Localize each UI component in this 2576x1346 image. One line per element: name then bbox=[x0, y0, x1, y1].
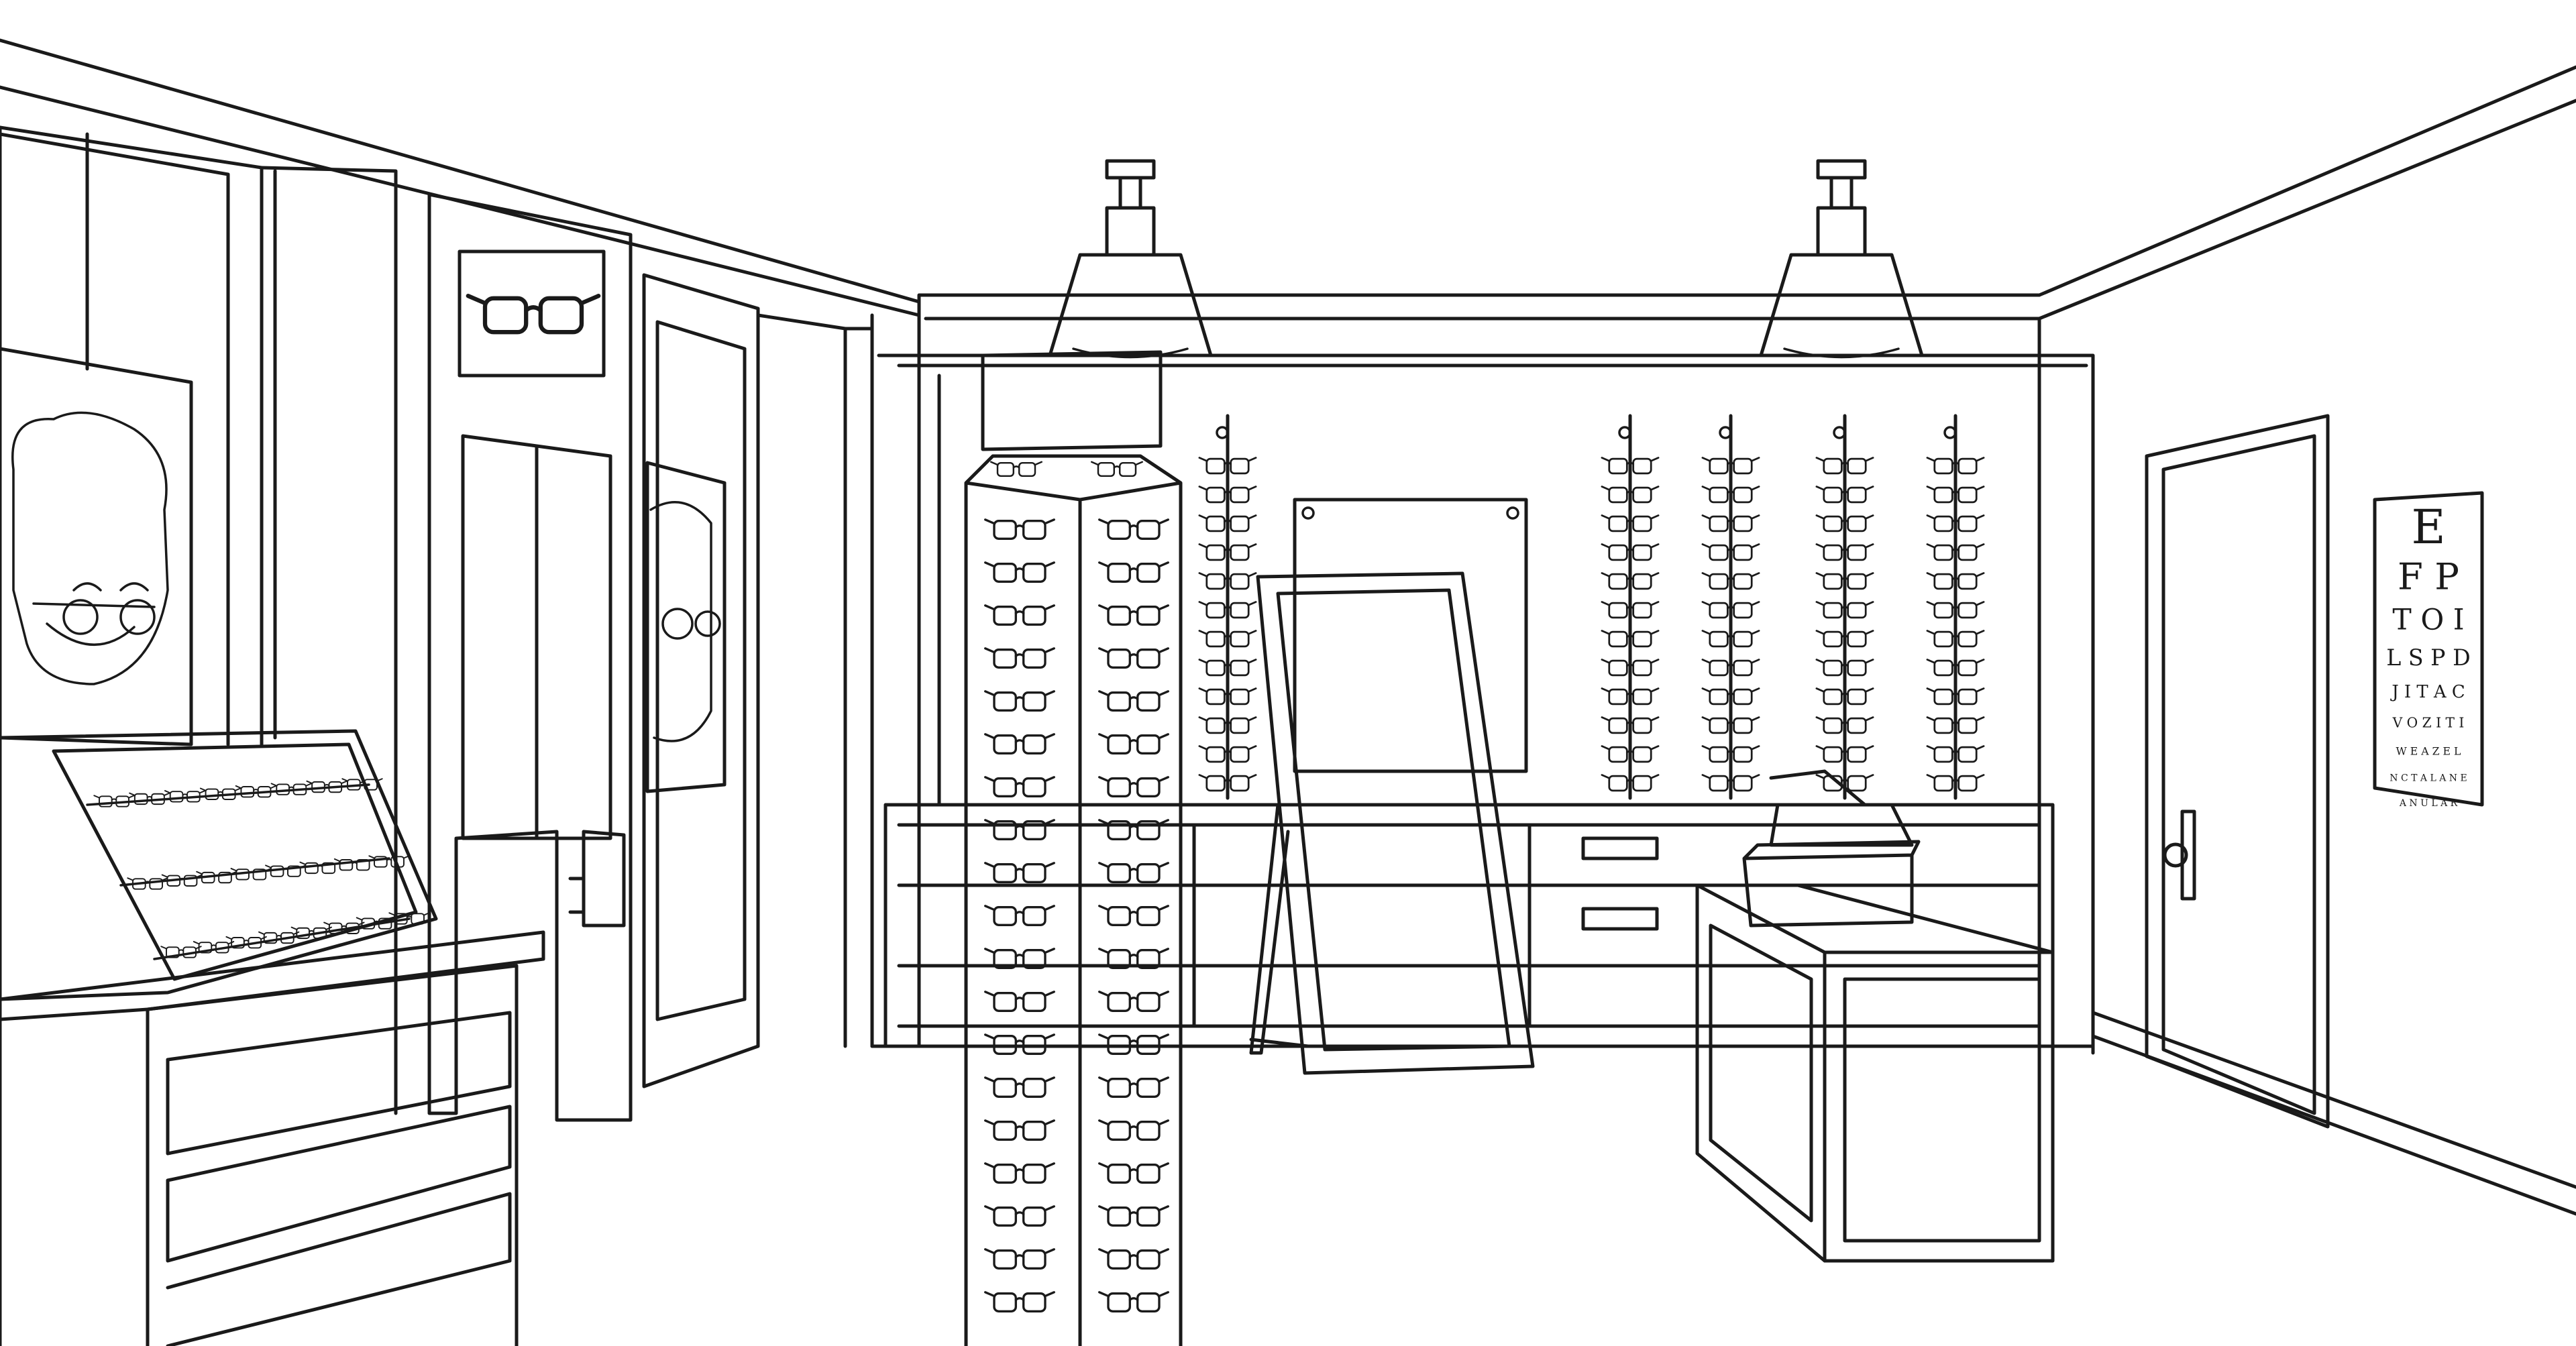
glasses-icon bbox=[1098, 1162, 1169, 1184]
room-structure bbox=[0, 38, 2576, 1216]
glasses-icon bbox=[984, 862, 1055, 883]
glasses-icon bbox=[1098, 1119, 1169, 1141]
glasses-icon bbox=[1098, 561, 1169, 583]
eye-chart-row: W E A Z E L bbox=[2396, 745, 2462, 758]
standing-mirror bbox=[1249, 571, 1535, 1075]
portrait-poster-left bbox=[0, 347, 193, 746]
glasses-icon bbox=[1098, 991, 1169, 1012]
eye-chart-row: J I T A C bbox=[2390, 682, 2465, 702]
glasses-icon bbox=[1090, 461, 1144, 478]
eye-chart-row: T O I bbox=[2392, 604, 2464, 637]
glasses-icon bbox=[1098, 1205, 1169, 1227]
glasses-icon bbox=[1098, 647, 1169, 669]
glasses-icon bbox=[1098, 690, 1169, 712]
display-case bbox=[0, 729, 545, 1346]
glasses-icon bbox=[984, 1248, 1055, 1270]
cash-register bbox=[1742, 769, 1921, 928]
glasses-icon bbox=[1098, 1248, 1169, 1270]
glasses-tower bbox=[964, 350, 1183, 1346]
glasses-icon bbox=[1098, 905, 1169, 926]
eye-chart-row: V O Z I T I bbox=[2392, 714, 2465, 730]
glasses-icon bbox=[984, 1033, 1055, 1055]
ceiling-lamp-left bbox=[1048, 159, 1213, 359]
glasses-icon bbox=[1098, 862, 1169, 883]
rack-hook bbox=[1943, 426, 1957, 439]
rack-hook bbox=[1833, 426, 1846, 439]
eye-chart-row: E bbox=[2411, 500, 2445, 555]
glasses-icon bbox=[984, 1205, 1055, 1227]
glasses-icon bbox=[984, 1119, 1055, 1141]
glasses-icon bbox=[984, 561, 1055, 583]
glasses-sign bbox=[458, 249, 606, 378]
glasses-icon bbox=[984, 1076, 1055, 1098]
left-wall bbox=[0, 125, 874, 1346]
glasses-icon bbox=[984, 518, 1055, 540]
right-wall bbox=[2145, 414, 2330, 1129]
glasses-icon bbox=[1098, 776, 1169, 797]
glasses-icon bbox=[1098, 518, 1169, 540]
glasses-icon bbox=[1098, 1291, 1169, 1312]
glasses-icon bbox=[989, 461, 1043, 478]
glasses-icon bbox=[1098, 819, 1169, 840]
glasses-icon bbox=[1098, 1033, 1169, 1055]
glasses-icon bbox=[984, 776, 1055, 797]
rack-hook bbox=[1719, 426, 1732, 439]
glasses-icon bbox=[984, 905, 1055, 926]
eye-chart-row: A N U L A R bbox=[2399, 798, 2458, 809]
glasses-icon bbox=[1098, 604, 1169, 626]
eye-chart-row: L S P D bbox=[2386, 644, 2470, 671]
glasses-icon bbox=[984, 1162, 1055, 1184]
glasses-icon bbox=[984, 991, 1055, 1012]
ceiling-lamp-right bbox=[1759, 159, 1924, 359]
glasses-icon bbox=[984, 733, 1055, 754]
rack-hook bbox=[1618, 426, 1631, 439]
rack-hook bbox=[1216, 426, 1229, 439]
glasses-icon bbox=[984, 604, 1055, 626]
glasses-icon bbox=[1098, 733, 1169, 754]
glasses-icon bbox=[468, 296, 598, 332]
glasses-icon bbox=[984, 1291, 1055, 1312]
eye-chart-row: F P bbox=[2398, 555, 2459, 598]
glasses-icon bbox=[984, 690, 1055, 712]
portrait-poster-right bbox=[645, 461, 727, 793]
eye-chart: EF P T O I L S P D J I T A C V O Z I T I W E … bbox=[2373, 491, 2484, 809]
glasses-icon bbox=[1098, 1076, 1169, 1098]
glasses-icon bbox=[984, 819, 1055, 840]
register-counter bbox=[1695, 883, 2055, 1263]
glasses-icon bbox=[984, 647, 1055, 669]
eye-chart-row: N C T A L A N E bbox=[2390, 773, 2467, 783]
back-wall-display bbox=[877, 353, 2095, 1055]
